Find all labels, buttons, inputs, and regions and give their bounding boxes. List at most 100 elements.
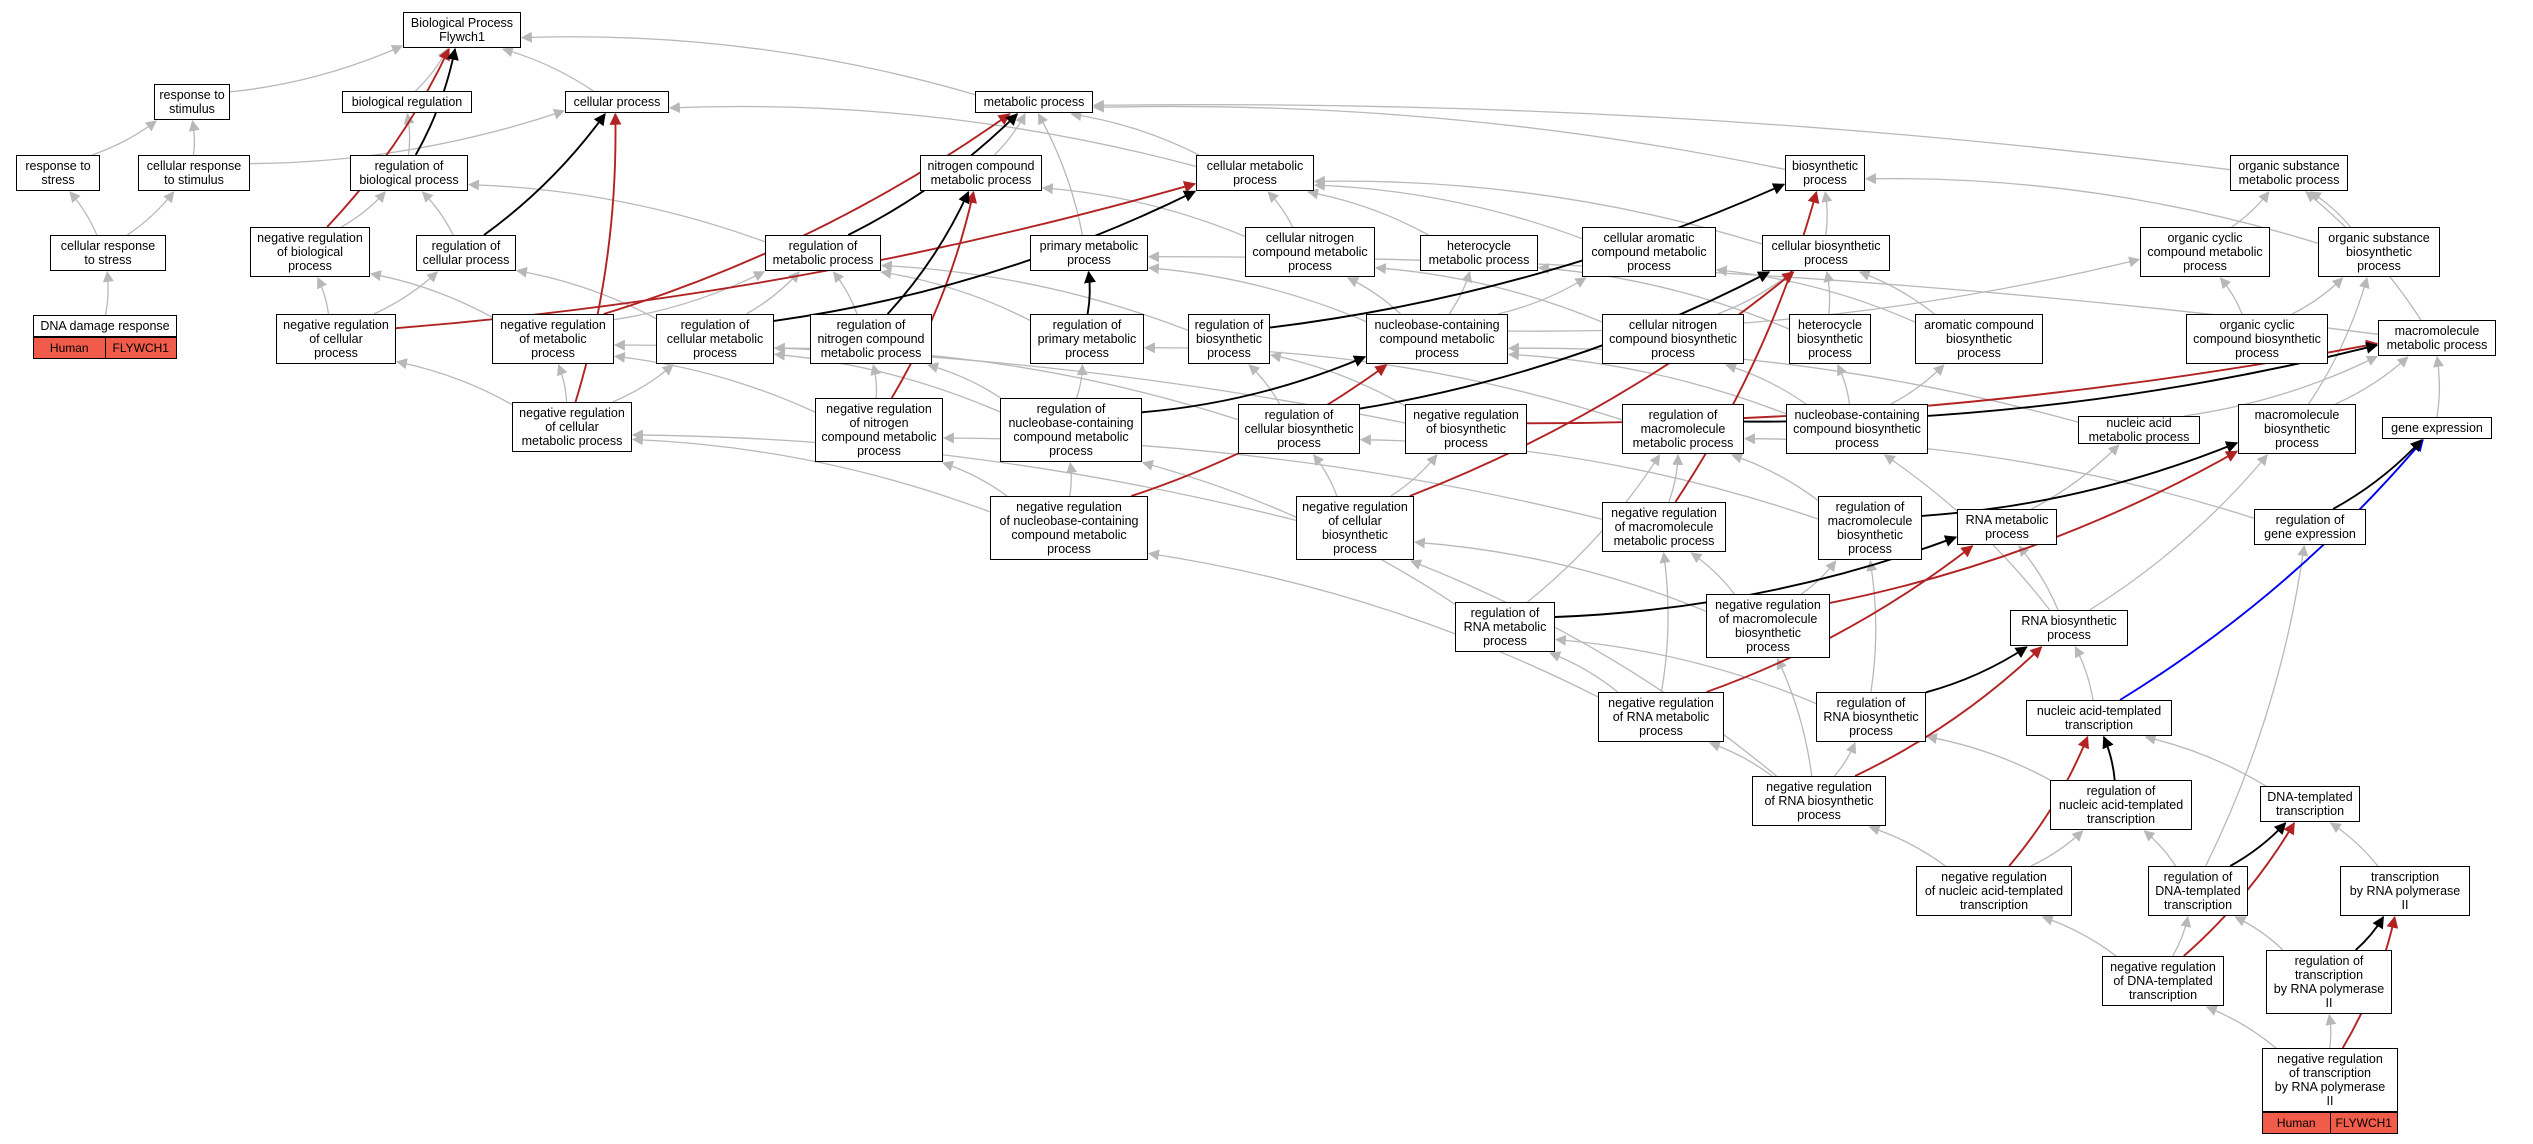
node-cellular-nitrogen-compound-biosynthetic-process[interactable]: cellular nitrogen compound biosynthetic … [1602,314,1744,364]
node-negative-regulation-of-nucleic-acid-templated-transcription[interactable]: negative regulation of nucleic acid-temp… [1916,866,2072,916]
node-regulation-of-gene-expression[interactable]: regulation of gene expression [2254,509,2366,545]
node-primary-metabolic-process[interactable]: primary metabolic process [1030,235,1148,271]
node-cellular-metabolic-process[interactable]: cellular metabolic process [1196,155,1314,191]
node-transcription-by-rna-polymerase-ii[interactable]: transcription by RNA polymerase II [2340,866,2470,916]
node-rna-biosynthetic-process[interactable]: RNA biosynthetic process [2010,610,2128,646]
node-negative-regulation-of-nitrogen-compound-metabolic-process[interactable]: negative regulation of nitrogen compound… [815,398,943,462]
edge-nrrnabp-to-nrcbp [1410,559,1777,777]
node-heterocycle-metabolic-process[interactable]: heterocycle metabolic process [1420,235,1538,271]
node-negative-regulation-of-dna-templated-transcription[interactable]: negative regulation of DNA-templated tra… [2102,956,2224,1006]
edge-rge-to-ge [2332,439,2423,510]
edge-rpmp-to-rmp [880,268,1031,321]
node-response-to-stress[interactable]: response to stress [16,155,100,191]
node-regulation-of-nucleobase-containing-compound-metabolic-process[interactable]: regulation of nucleobase-containing comp… [1000,398,1142,462]
node-cellular-response-to-stimulus[interactable]: cellular response to stimulus [138,155,250,191]
edge-rcmp-to-rcp [515,266,657,320]
node-negative-regulation-of-cellular-process[interactable]: negative regulation of cellular process [276,314,396,364]
node-aromatic-compound-biosynthetic-process[interactable]: aromatic compound biosynthetic process [1915,314,2043,364]
node-regulation-of-dna-templated-transcription[interactable]: regulation of DNA-templated transcriptio… [2148,866,2248,916]
node-cellular-nitrogen-compound-metabolic-process[interactable]: cellular nitrogen compound metabolic pro… [1245,227,1375,277]
node-rna-metabolic-process[interactable]: RNA metabolic process [1957,509,2057,545]
node-biosynthetic-process[interactable]: biosynthetic process [1785,155,1865,191]
node-regulation-of-transcription-by-rna-polymerase-ii[interactable]: regulation of transcription by RNA polym… [2266,950,2392,1014]
node-negative-regulation-of-rna-metabolic-process[interactable]: negative regulation of RNA metabolic pro… [1598,692,1724,742]
node-organic-cyclic-compound-metabolic-process[interactable]: organic cyclic compound metabolic proces… [2140,227,2270,277]
node-dna-damage-response[interactable]: DNA damage response [33,315,177,337]
edge-bsp-to-mp [1092,101,1786,171]
edge-rncmp-to-ncmp [886,190,970,315]
node-negative-regulation-of-transcription-by-rna-polymerase-ii[interactable]: negative regulation of transcription by … [2262,1048,2398,1112]
edge-nbcmp-to-cacmp [1497,277,1587,315]
node-negative-regulation-of-macromolecule-biosynthetic-process[interactable]: negative regulation of macromolecule bio… [1706,594,1830,658]
node-regulation-of-cellular-biosynthetic-process[interactable]: regulation of cellular biosynthetic proc… [1238,404,1360,454]
edge-rnbcmp-to-rncmp [927,362,1002,399]
node-macromolecule-biosynthetic-process[interactable]: macromolecule biosynthetic process [2238,404,2356,454]
edge-ncmp-to-mp [993,113,1026,156]
node-negative-regulation-of-metabolic-process[interactable]: negative regulation of metabolic process [492,314,614,364]
edge-nrcmp-to-nrcp [395,358,513,406]
edge-rbsp-to-rmp [880,260,1189,331]
node-regulation-of-biosynthetic-process[interactable]: regulation of biosynthetic process [1188,314,1270,364]
node-regulation-of-cellular-process[interactable]: regulation of cellular process [416,235,516,271]
node-metabolic-process[interactable]: metabolic process [975,91,1093,113]
node-cellular-biosynthetic-process[interactable]: cellular biosynthetic process [1762,235,1890,271]
edge-crtstress-to-crts [126,191,175,236]
edge-hbp-to-cbp [1823,270,1835,315]
edge-rdtt-to-rge [2205,544,2309,867]
node-nitrogen-compound-metabolic-process[interactable]: nitrogen compound metabolic process [920,155,1042,191]
edge-nbcbp-to-hbp [1837,364,1851,405]
edge-rmp-to-rbp [467,179,766,243]
node-regulation-of-rna-biosynthetic-process[interactable]: regulation of RNA biosynthetic process [1816,692,1926,742]
node-organic-cyclic-compound-biosynthetic-process[interactable]: organic cyclic compound biosynthetic pro… [2186,314,2328,364]
edge-nrcbp-to-cbp [1409,271,1795,497]
gene-tag: FLYWCH1 [104,338,176,358]
node-heterocycle-biosynthetic-process[interactable]: heterocycle biosynthetic process [1789,314,1871,364]
node-nucleic-acid-metabolic-process[interactable]: nucleic acid metabolic process [2078,416,2200,444]
edge-hbp-to-hmp [1537,263,1790,330]
node-regulation-of-cellular-metabolic-process[interactable]: regulation of cellular metabolic process [656,314,774,364]
node-negative-regulation-of-cellular-biosynthetic-process[interactable]: negative regulation of cellular biosynth… [1296,496,1414,560]
node-regulation-of-rna-metabolic-process[interactable]: regulation of RNA metabolic process [1455,602,1555,652]
node-dna-templated-transcription[interactable]: DNA-templated transcription [2260,786,2360,822]
edge-cbp-to-bsp [1821,190,1833,236]
edge-occbp-to-osbp [2291,277,2344,315]
node-regulation-of-macromolecule-biosynthetic-process[interactable]: regulation of macromolecule biosynthetic… [1818,496,1922,560]
edge-nrrnabp-to-nrmbp [1776,658,1813,777]
node-regulation-of-metabolic-process[interactable]: regulation of metabolic process [765,235,881,271]
edge-nrmp-to-nrbp [369,270,493,318]
node-regulation-of-biological-process[interactable]: regulation of biological process [350,155,468,191]
edge-nrbsp-to-rbsp [1269,351,1406,407]
node-negative-regulation-of-macromolecule-metabolic-process[interactable]: negative regulation of macromolecule met… [1602,502,1726,552]
edge-nrcmp-to-nrmp [557,363,568,403]
node-regulation-of-macromolecule-metabolic-process[interactable]: regulation of macromolecule metabolic pr… [1622,404,1744,454]
gene-tag: FLYWCH1 [2329,1113,2397,1133]
node-negative-regulation-of-nucleobase-containing-compound-metabolic-process[interactable]: negative regulation of nucleobase-contai… [990,496,1148,560]
node-organic-substance-biosynthetic-process[interactable]: organic substance biosynthetic process [2318,227,2440,277]
node-biological-regulation[interactable]: biological regulation [342,91,472,113]
node-cellular-process[interactable]: cellular process [565,91,669,113]
node-regulation-of-nucleic-acid-templated-transcription[interactable]: regulation of nucleic acid-templated tra… [2050,780,2192,830]
node-nucleobase-containing-compound-metabolic-process[interactable]: nucleobase-containing compound metabolic… [1366,314,1508,364]
node-negative-regulation-of-biological-process[interactable]: negative regulation of biological proces… [250,227,370,277]
node-cellular-response-to-stress[interactable]: cellular response to stress [50,235,166,271]
node-response-to-stimulus[interactable]: response to stimulus [154,84,230,120]
edge-cncmp-to-cmp [1267,191,1294,228]
node-gene-expression[interactable]: gene expression [2382,417,2492,439]
node-negative-regulation-of-rna-biosynthetic-process[interactable]: negative regulation of RNA biosynthetic … [1752,776,1886,826]
edge-nrmbp-to-nrmmp [1690,552,1735,595]
node-negative-regulation-of-biosynthetic-process[interactable]: negative regulation of biosynthetic proc… [1405,404,1527,454]
node-regulation-of-primary-metabolic-process[interactable]: regulation of primary metabolic process [1030,314,1144,364]
edge-nrrnamp-to-rnamp [1706,545,1974,693]
node-biological-process[interactable]: Biological Process Flywch1 [403,12,521,48]
node-regulation-of-nitrogen-compound-metabolic-process[interactable]: regulation of nitrogen compound metaboli… [810,314,932,364]
node-macromolecule-metabolic-process[interactable]: macromolecule metabolic process [2378,320,2496,356]
node-nucleic-acid-templated-transcription[interactable]: nucleic acid-templated transcription [2026,700,2172,736]
node-organic-substance-metabolic-process[interactable]: organic substance metabolic process [2230,155,2348,191]
node-negative-regulation-of-cellular-metabolic-process[interactable]: negative regulation of cellular metaboli… [512,402,632,452]
edge-nrbp-to-rbp [340,191,386,228]
edge-mbp-to-osbp [2308,276,2370,405]
edge-mp-to-bp [520,31,976,96]
edge-pmp-to-mp [1037,113,1084,236]
node-cellular-aromatic-compound-metabolic-process[interactable]: cellular aromatic compound metabolic pro… [1582,227,1716,277]
node-nucleobase-containing-compound-biosynthetic-process[interactable]: nucleobase-containing compound biosynthe… [1786,404,1928,454]
